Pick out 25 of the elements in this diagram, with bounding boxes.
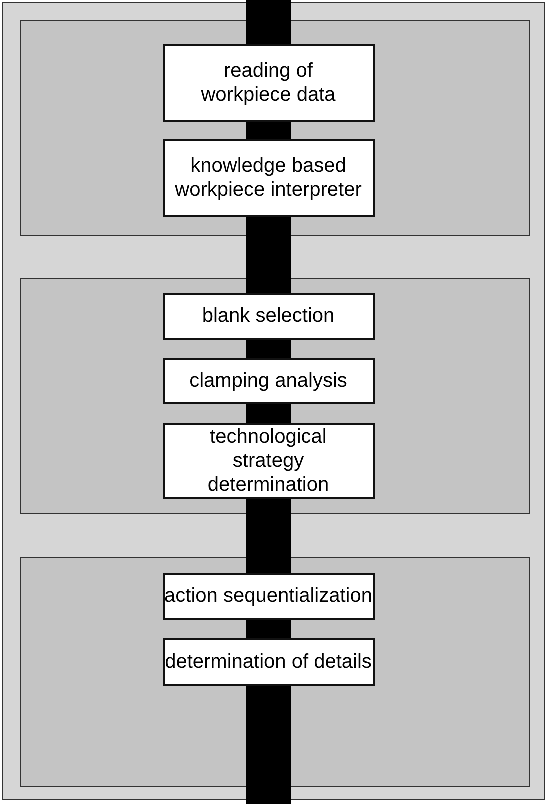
process-box — [162, 44, 374, 122]
step-label: action sequentialization — [164, 584, 372, 608]
step-label: determination of details — [165, 650, 372, 674]
process-box — [162, 138, 374, 216]
group-panel — [20, 278, 530, 514]
step-label: reading of workpiece data — [200, 58, 337, 106]
step-label: knowledge based workpiece interpreter — [174, 154, 363, 202]
step-label: clamping analysis — [190, 368, 348, 392]
process-box — [162, 422, 374, 498]
flow-bar — [246, 499, 292, 573]
flow-bar — [246, 620, 292, 638]
group-panel — [20, 20, 530, 236]
flow-bar — [246, 122, 292, 139]
process-box — [162, 358, 374, 404]
process-box — [162, 572, 374, 620]
process-box — [162, 638, 374, 686]
process-box — [162, 292, 374, 340]
step-label: technological strategy determination — [206, 424, 330, 496]
flow-bar — [246, 0, 292, 44]
flow-bar — [246, 404, 292, 423]
flow-bar — [246, 217, 292, 293]
flow-bar — [246, 686, 292, 804]
group-panel — [20, 557, 530, 787]
flow-bar — [246, 340, 292, 358]
step-label: blank selection — [202, 304, 335, 328]
